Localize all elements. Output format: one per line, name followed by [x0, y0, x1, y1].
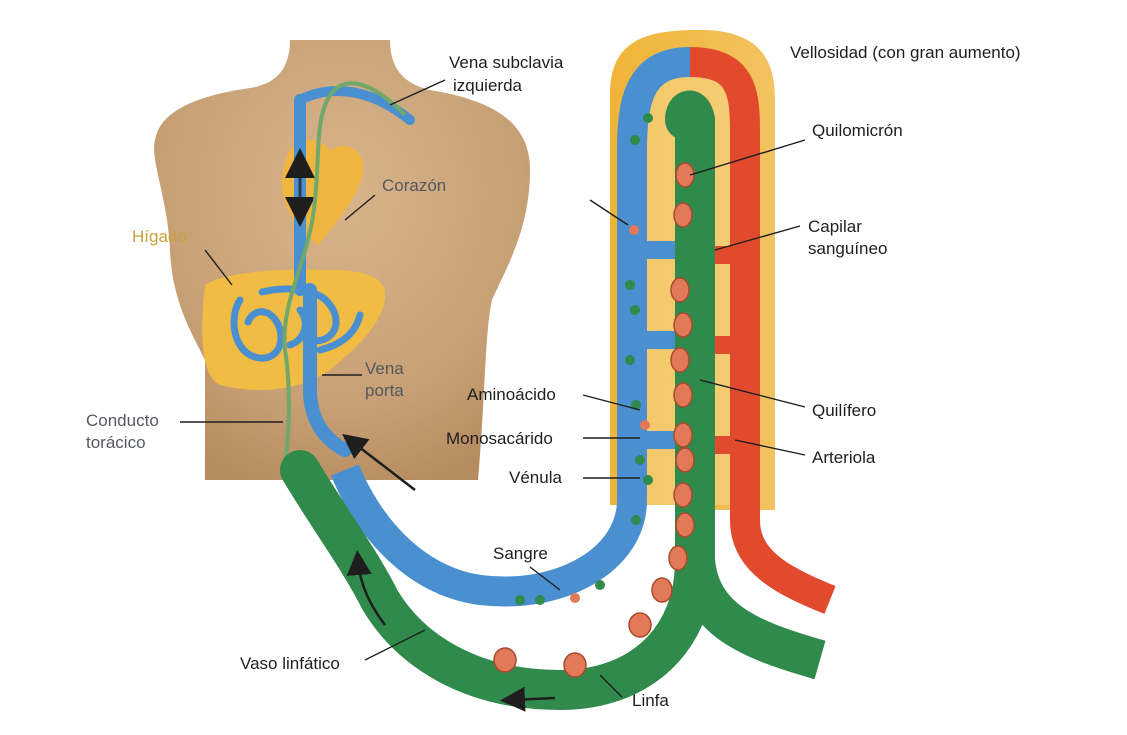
title-villus: Vellosidad (con gran aumento)	[790, 42, 1021, 63]
label-arteriola: Arteriola	[812, 447, 875, 468]
label-higado: Hígado	[132, 226, 187, 247]
label-quilomicron: Quilomicrón	[812, 120, 903, 141]
label-sangre: Sangre	[493, 543, 548, 564]
label-monosacarido: Monosacárido	[446, 428, 553, 449]
label-vena-porta-2: porta	[365, 380, 404, 401]
label-quilifero: Quilífero	[812, 400, 876, 421]
label-vaso-linfatico: Vaso linfático	[240, 653, 340, 674]
label-venula: Vénula	[509, 467, 562, 488]
label-linfa: Linfa	[632, 690, 669, 711]
label-corazon: Corazón	[382, 175, 446, 196]
label-conducto-2: torácico	[86, 432, 146, 453]
label-vena-porta-1: Vena	[365, 358, 404, 379]
torso	[154, 40, 530, 480]
label-conducto-1: Conducto	[86, 410, 159, 431]
label-vena-subclavia-2: izquierda	[453, 75, 522, 96]
label-capilar-1: Capilar	[808, 216, 862, 237]
label-vena-subclavia-1: Vena subclavia	[449, 52, 563, 73]
label-capilar-2: sanguíneo	[808, 238, 887, 259]
label-aminoacido: Aminoácido	[467, 384, 556, 405]
